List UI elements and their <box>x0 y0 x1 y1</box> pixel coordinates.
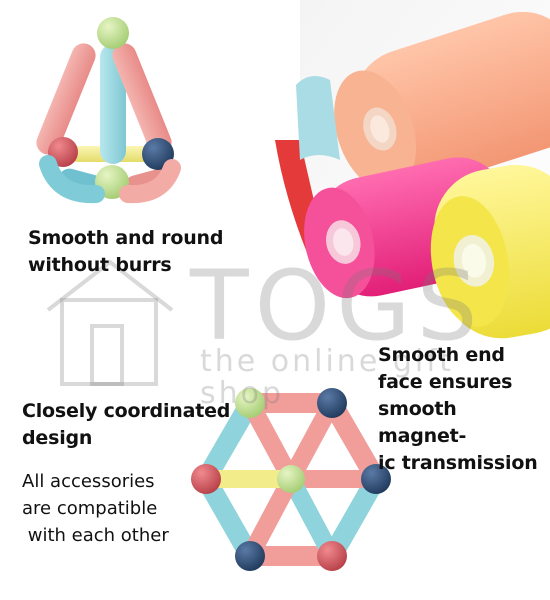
caption-line: face ensures <box>378 371 513 393</box>
watermark-sub: the online gift shop <box>200 344 454 411</box>
note-line: All accessories <box>22 471 155 492</box>
house-logo-icon <box>46 259 174 386</box>
caption-line: design <box>22 427 93 449</box>
caption-line: Smooth and round <box>28 227 224 249</box>
note-line: with each other <box>22 525 169 546</box>
caption-right: Smooth end face ensures smooth magnet- i… <box>378 342 550 477</box>
pyramid-structure <box>36 17 181 204</box>
caption-line: without burrs <box>28 254 172 276</box>
compatibility-note: All accessories are compatible with each… <box>22 468 169 549</box>
caption-top-left: Smooth and round without burrs <box>28 225 223 279</box>
caption-line: smooth magnet- <box>378 398 467 447</box>
closeup-rods <box>275 11 550 339</box>
caption-line: Smooth end <box>378 344 505 366</box>
hexagon-structure <box>191 388 391 571</box>
caption-line: Closely coordinated <box>22 400 231 422</box>
watermark-main: TOGS <box>190 250 484 362</box>
caption-bottom-left: Closely coordinated design <box>22 398 230 452</box>
note-line: are compatible <box>22 498 158 519</box>
caption-line: ic transmission <box>378 452 538 474</box>
